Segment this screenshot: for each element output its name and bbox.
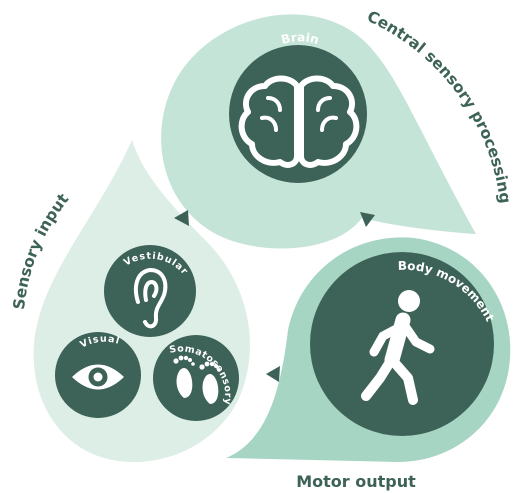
vestibular-node (104, 245, 196, 337)
triangle-arrow-icon (174, 210, 189, 226)
triangle-arrow-icon (266, 366, 280, 382)
eye-icon (72, 364, 124, 390)
footprints-icon (173, 355, 221, 404)
triangle-arrow-icon (360, 212, 375, 227)
motor-output-label: Motor output (296, 472, 416, 491)
ear-icon (133, 267, 168, 329)
somatosensory-node (153, 335, 239, 421)
walking-person-icon (361, 290, 435, 405)
brain-icon (238, 75, 360, 168)
